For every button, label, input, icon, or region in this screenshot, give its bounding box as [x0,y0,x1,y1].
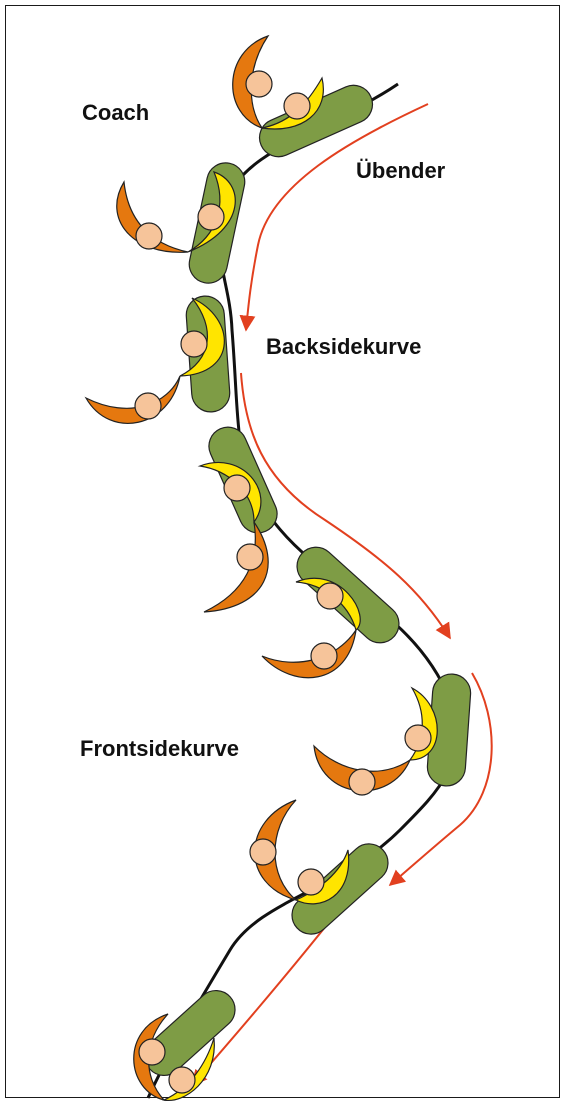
label-frontsidekurve: Frontsidekurve [80,736,239,762]
label-uebender: Übender [356,158,445,184]
rider-pair-5 [262,539,407,677]
rider-pair-7 [250,800,396,942]
coach-head [311,643,337,669]
learner-head [224,475,250,501]
learner-head [181,331,207,357]
learner-head [317,583,343,609]
rider-pair-1 [233,36,379,163]
coach-head [136,223,162,249]
rider-pair-8 [134,983,243,1101]
coach-body [262,630,356,678]
learner-head [298,869,324,895]
learner-head [198,204,224,230]
coach-head [237,544,263,570]
coach-head [139,1039,165,1065]
coach-head [246,71,272,97]
rider-pair-3 [86,295,231,424]
learner-head [405,725,431,751]
coach-head [349,769,375,795]
learner-head [284,93,310,119]
coach-head [250,839,276,865]
coach-head [135,393,161,419]
label-coach: Coach [82,100,149,126]
label-backsidekurve: Backsidekurve [266,334,421,360]
coach-body [86,376,180,423]
rider-pair-2 [117,159,249,286]
rider-pair-6 [314,673,472,795]
learner-head [169,1067,195,1093]
rider-pair-4 [200,421,283,612]
